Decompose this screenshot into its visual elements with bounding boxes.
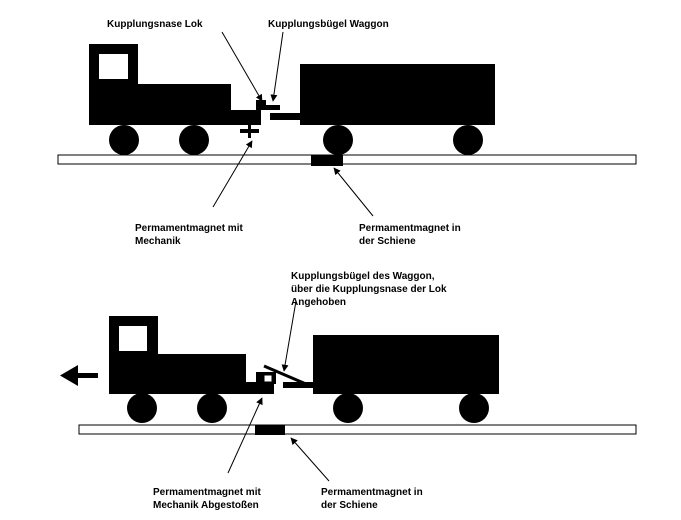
- label-magnet-rail-bottom-1: Permamentmagnet in: [321, 487, 423, 498]
- locomotive-top: [89, 44, 266, 155]
- rail-bottom: [78, 424, 637, 435]
- leader-magnet-rail-bottom: [290, 437, 330, 482]
- coupling-bracket-top: [262, 105, 280, 110]
- leader-coupling-bracket: [270, 31, 284, 102]
- leader-magnet-mechanism: [212, 140, 253, 208]
- label-magnet-repelled-1: Permamentmagnet mit: [153, 487, 261, 498]
- leader-coupling-nose: [221, 31, 263, 102]
- label-magnet-rail-2: der Schiene: [359, 236, 416, 247]
- label-magnet-rail-1: Permamentmagnet in: [359, 223, 461, 234]
- wagon-bottom: [263, 335, 499, 423]
- rail-magnet-top: [311, 155, 343, 166]
- locomotive-bottom: [109, 316, 276, 423]
- label-bracket-raised-2: über die Kupplungsnase der Lok: [291, 284, 447, 295]
- rail-magnet-bottom: [255, 425, 285, 435]
- coupling-nose-top: [256, 100, 266, 110]
- label-magnet-mechanism-1: Permamentmagnet mit: [135, 223, 243, 234]
- leader-bracket-raised: [281, 300, 297, 372]
- label-magnet-repelled-2: Mechanik Abgestoßen: [153, 500, 259, 511]
- label-magnet-rail-bottom-2: der Schiene: [321, 500, 378, 511]
- label-bracket-raised-1: Kupplungsbügel des Waggon,: [291, 271, 435, 282]
- coupling-bracket-raised: [263, 364, 307, 386]
- leader-magnet-rail: [333, 167, 374, 217]
- bottom-scene: Kupplungsbügel des Waggon, über die Kupp…: [60, 271, 637, 511]
- label-bracket-raised-3: Angehoben: [291, 297, 346, 308]
- label-coupling-nose: Kupplungsnase Lok: [107, 19, 203, 30]
- leader-magnet-repelled: [227, 397, 263, 474]
- rail-top: [57, 154, 637, 165]
- label-magnet-mechanism-2: Mechanik: [135, 236, 181, 247]
- top-scene: Kupplungsnase Lok Kupplungsbügel Waggon …: [57, 19, 637, 247]
- wagon-top: [262, 64, 495, 155]
- label-coupling-bracket: Kupplungsbügel Waggon: [268, 19, 389, 30]
- direction-arrow-icon: [60, 365, 98, 386]
